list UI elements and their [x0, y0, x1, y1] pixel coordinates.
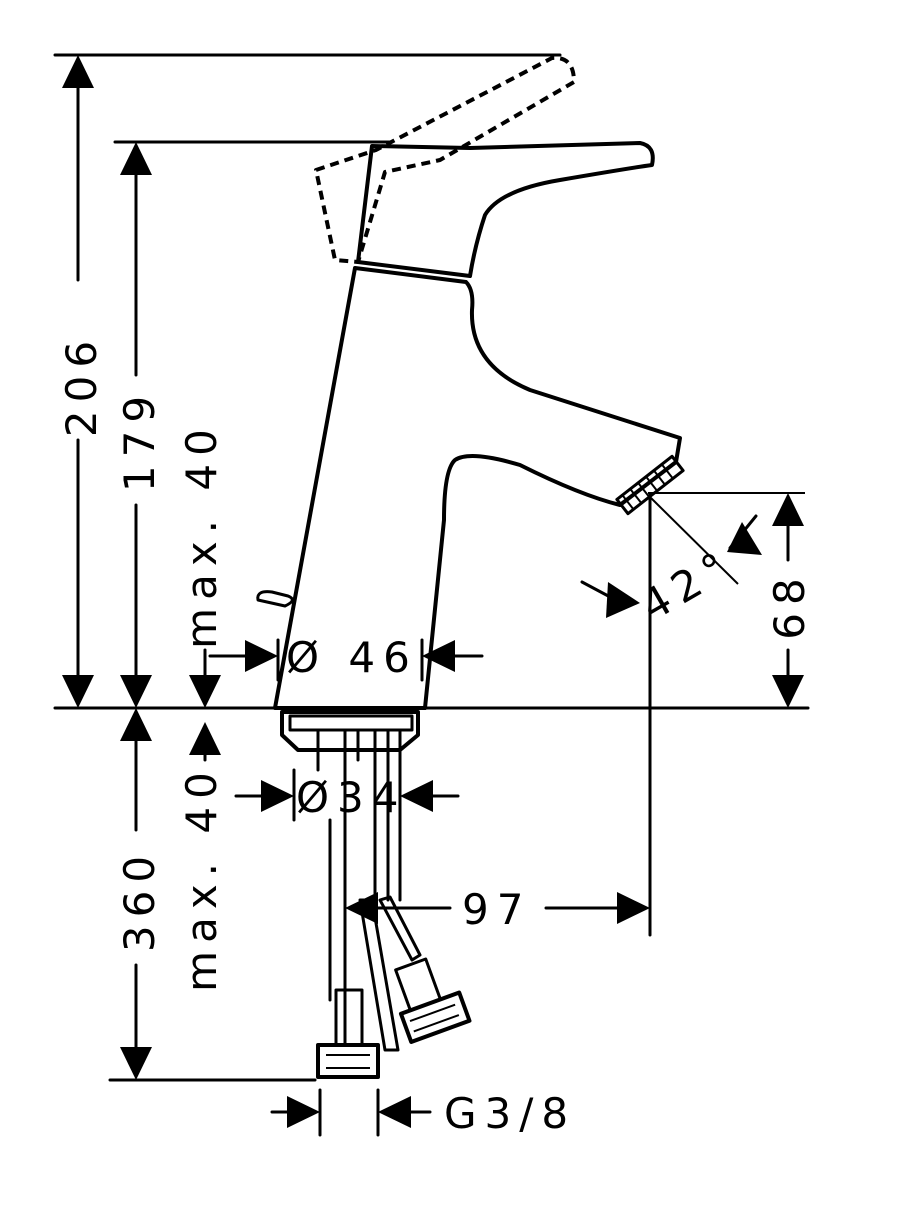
label-g38: G3/8	[444, 1089, 576, 1138]
label-diameter-34: Ø34	[296, 773, 407, 822]
label-diameter-46: Ø 46	[286, 633, 418, 682]
label-206: 206	[57, 333, 106, 437]
label-68: 68	[765, 570, 814, 639]
label-max40-top: max. 40	[177, 421, 226, 649]
faucet-body	[256, 141, 685, 710]
reference-lines	[53, 53, 810, 1082]
dimension-arrowheads	[62, 55, 804, 1128]
mounting-assembly	[280, 710, 472, 1079]
dimension-labels: 206 179 max. 40 Ø 46 42° 68 Ø34 max. 40 …	[57, 333, 814, 1138]
label-max40-bottom: max. 40	[177, 764, 226, 992]
label-179: 179	[115, 388, 164, 492]
label-360: 360	[115, 848, 164, 952]
label-97: 97	[462, 885, 531, 934]
raised-lever-outline	[314, 55, 576, 264]
